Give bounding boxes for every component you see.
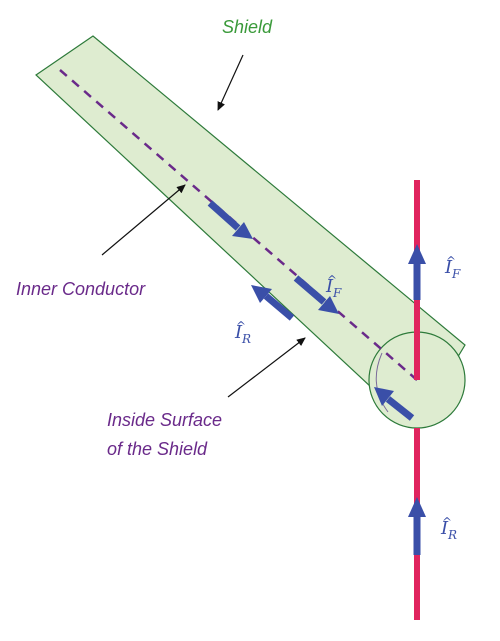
svg-text:R: R [447,528,457,542]
inside-surface-leader [227,337,306,398]
svg-text:R: R [241,332,251,346]
svg-text:I: I [325,276,334,297]
svg-text:I: I [444,257,453,278]
conductor-forward-arrow-2 [293,275,339,314]
svg-text:^: ^ [327,273,337,287]
shield-leader [217,54,244,111]
svg-text:^: ^ [442,515,452,529]
svg-text:F: F [332,286,342,300]
current-forward-label-conductor: ^ I F [325,273,342,300]
shield-inner-arc [375,352,389,413]
svg-text:^: ^ [446,254,456,268]
inner-conductor-label: Inner Conductor [16,279,146,299]
inside-surface-label-line2: of the Shield [107,439,208,459]
svg-text:I: I [234,322,243,343]
svg-text:^: ^ [236,319,246,333]
conductor-forward-arrow-1 [207,200,253,239]
inner-conductor-leader [101,184,186,256]
shield-return-arrow [374,387,415,421]
svg-text:F: F [451,267,461,281]
current-reverse-label-conductor: ^ I R [234,319,251,346]
shield-tube [35,35,466,429]
svg-text:I: I [440,518,449,539]
conductor-reverse-arrow [251,285,295,321]
current-reverse-label-wire: ^ I R [440,515,457,542]
shield-label: Shield [222,17,273,37]
wire-upper-current-arrow [408,244,426,300]
inside-surface-label-line1: Inside Surface [107,410,222,430]
wire-lower-current-arrow [408,497,426,555]
current-forward-label-wire: ^ I F [444,254,461,281]
